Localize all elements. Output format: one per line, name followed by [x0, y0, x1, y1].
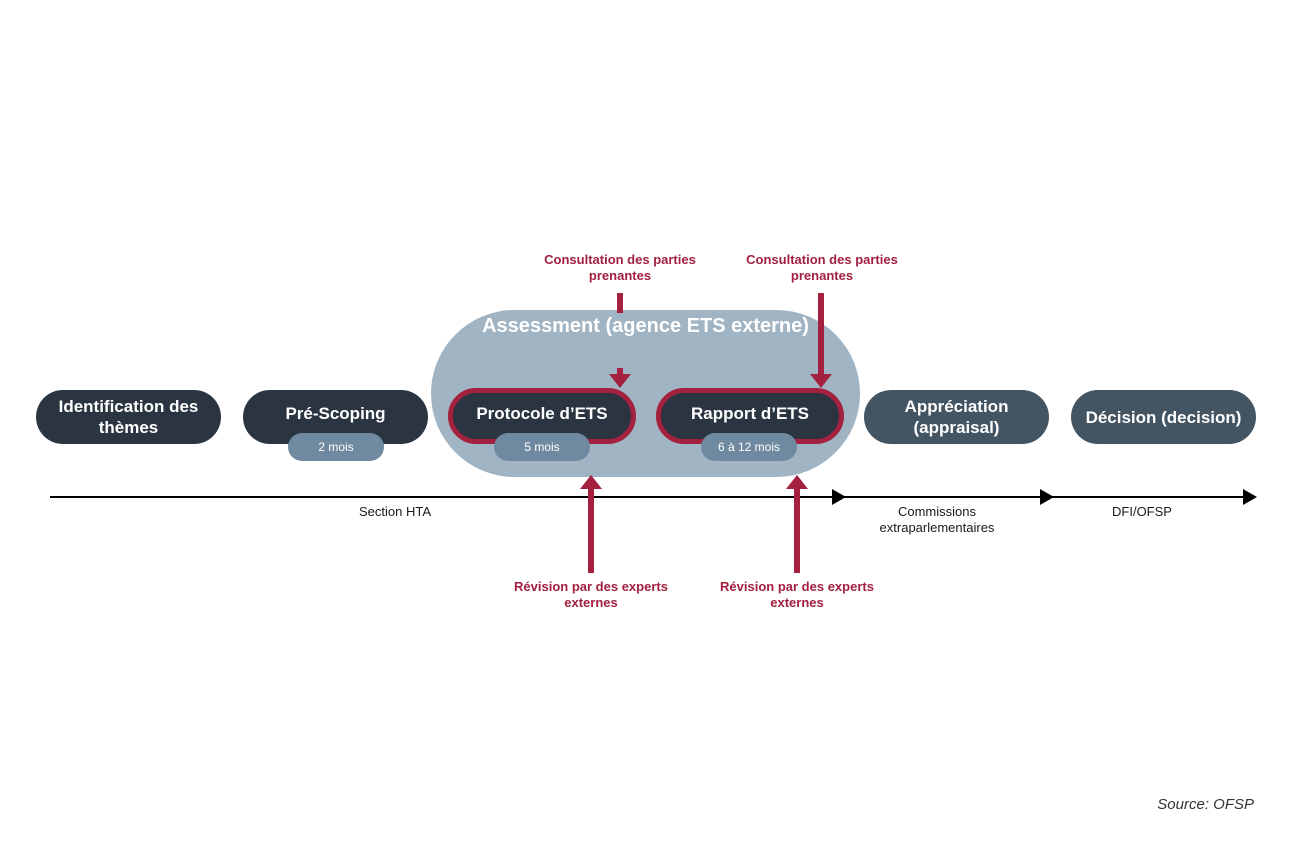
review-label-1: Révision par des experts externes — [514, 579, 668, 610]
assessment-title: Assessment (agence ETS externe) — [482, 315, 809, 337]
consultation-arrow-1-top — [617, 293, 623, 313]
timeline-label-commissions: Commissions extraparlementaires — [879, 504, 995, 535]
consultation-arrow-2-stem — [818, 293, 824, 375]
timeline-label-dfi-ofsp: DFI/OFSP — [1112, 504, 1172, 519]
review-label-2: Révision par des experts externes — [720, 579, 874, 610]
duration-pre-scoping: 2 mois — [288, 433, 384, 461]
consultation-arrow-1-head — [609, 374, 631, 388]
review-arrow-1-head — [580, 475, 602, 489]
review-arrow-1-stem — [588, 488, 594, 573]
duration-protocole: 5 mois — [494, 433, 590, 461]
timeline-arrow-3 — [1243, 489, 1257, 505]
duration-rapport: 6 à 12 mois — [701, 433, 797, 461]
consultation-arrow-1-stem — [617, 368, 623, 376]
timeline-arrow-2 — [1040, 489, 1054, 505]
consultation-label-2: Consultation des parties prenantes — [746, 252, 898, 283]
review-arrow-2-stem — [794, 488, 800, 573]
source-note: Source: OFSP — [1157, 796, 1254, 813]
phase-identification: Identification des thèmes — [36, 390, 221, 444]
timeline-label-section-hta: Section HTA — [358, 504, 431, 519]
phase-appreciation: Appréciation (appraisal) — [864, 390, 1049, 444]
consultation-arrow-2-head — [810, 374, 832, 388]
review-arrow-2-head — [786, 475, 808, 489]
phase-decision: Décision (decision) — [1071, 390, 1256, 444]
timeline-arrow-1 — [832, 489, 846, 505]
consultation-label-1: Consultation des parties prenantes — [544, 252, 696, 283]
